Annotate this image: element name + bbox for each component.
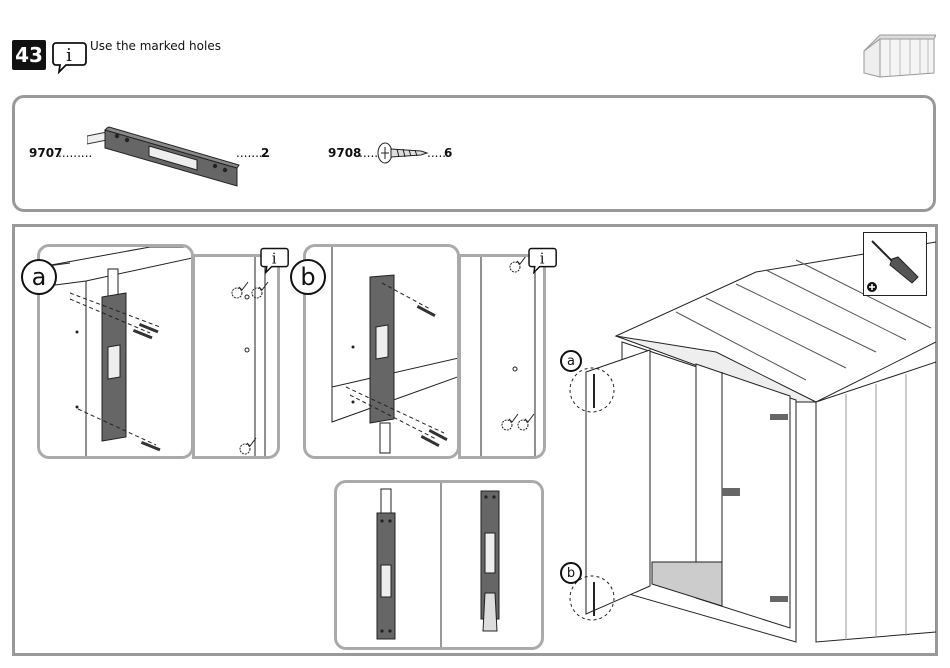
bolt-install-drawing-a <box>40 247 194 459</box>
svg-text:i: i <box>540 250 545 267</box>
label-a-small: a <box>560 350 582 372</box>
svg-text:i: i <box>272 250 277 267</box>
label-b-small: b <box>560 562 582 584</box>
barrel-bolt-part <box>87 122 247 192</box>
detail-b-holes-panel <box>458 254 546 459</box>
bolt-install-drawing-b <box>306 247 460 459</box>
bolt-views-panel <box>334 480 544 650</box>
detail-b-panel <box>303 244 460 459</box>
screwdriver-tool-icon <box>864 233 926 295</box>
info-icon: i <box>528 246 558 274</box>
screw-part <box>377 140 429 166</box>
info-icon: i <box>52 40 88 74</box>
marked-holes-b <box>461 257 546 459</box>
step-instruction: Use the marked holes <box>90 39 221 53</box>
marked-holes-a <box>195 257 280 459</box>
part-code-9708: 9708 <box>328 146 361 160</box>
label-b-circle: b <box>290 259 326 295</box>
shed-thumbnail-icon <box>862 33 936 81</box>
part-qty-9708: 6 <box>444 146 452 160</box>
detail-a-holes-panel <box>192 254 280 459</box>
info-icon: i <box>260 246 290 274</box>
step-number: 43 <box>12 40 46 70</box>
label-a-circle: a <box>21 259 57 295</box>
info-glyph: i <box>66 45 72 66</box>
part-qty-9707: 2 <box>261 146 269 160</box>
detail-a-panel <box>37 244 194 459</box>
parts-panel: 9707 ......... ......... 2 9708 ...... .… <box>12 95 936 212</box>
tool-box <box>863 232 927 296</box>
bolt-open-closed-drawing <box>337 483 544 650</box>
